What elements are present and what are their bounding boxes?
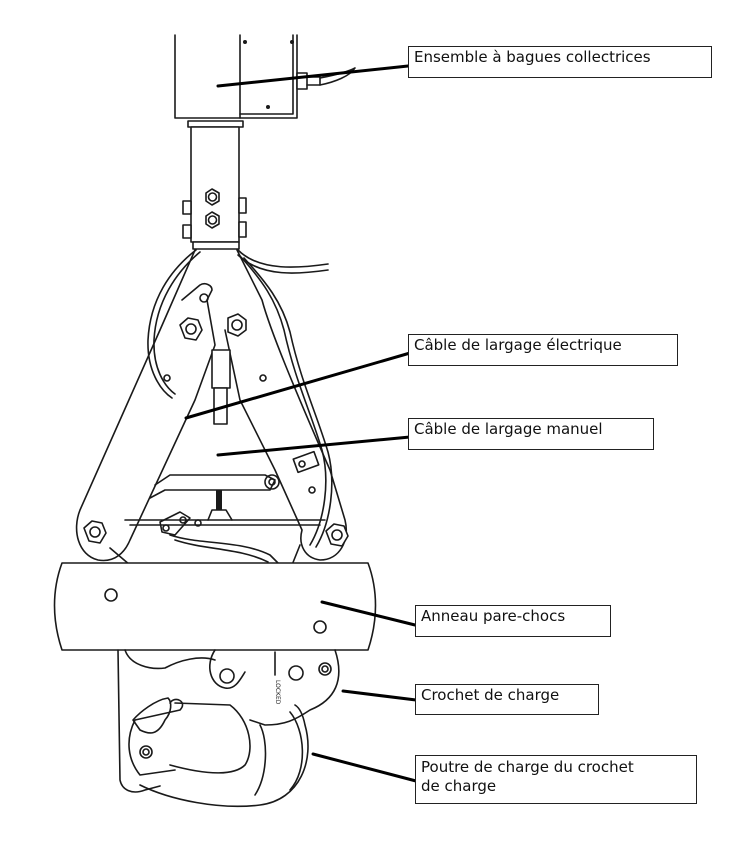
leader-electric-cable bbox=[184, 351, 412, 420]
bumper-ring-shape bbox=[53, 562, 377, 651]
label-load-hook-load-beam: Poutre de charge du crochet de charge bbox=[415, 755, 697, 804]
label-bumper-ring: Anneau pare-chocs bbox=[415, 605, 611, 637]
cable-bundle bbox=[147, 249, 333, 548]
leader-manual-cable bbox=[216, 435, 412, 457]
label-slip-ring-assembly: Ensemble à bagues collectrices bbox=[408, 46, 712, 78]
load-hook-shape: LOCKED bbox=[117, 649, 340, 808]
leader-lines bbox=[184, 64, 418, 783]
leader-load-hook bbox=[341, 689, 418, 702]
label-electric-release-cable: Câble de largage électrique bbox=[408, 334, 678, 366]
leader-bumper-ring bbox=[320, 600, 417, 627]
leader-load-beam bbox=[311, 752, 418, 783]
label-load-hook: Crochet de charge bbox=[415, 684, 599, 715]
label-manual-release-cable: Câble de largage manuel bbox=[408, 418, 654, 450]
hook-frame bbox=[75, 249, 349, 576]
shaft bbox=[182, 120, 247, 250]
locked-engraving: LOCKED bbox=[274, 680, 281, 705]
slip-ring-housing bbox=[174, 34, 356, 119]
leader-slip-ring bbox=[216, 64, 410, 88]
